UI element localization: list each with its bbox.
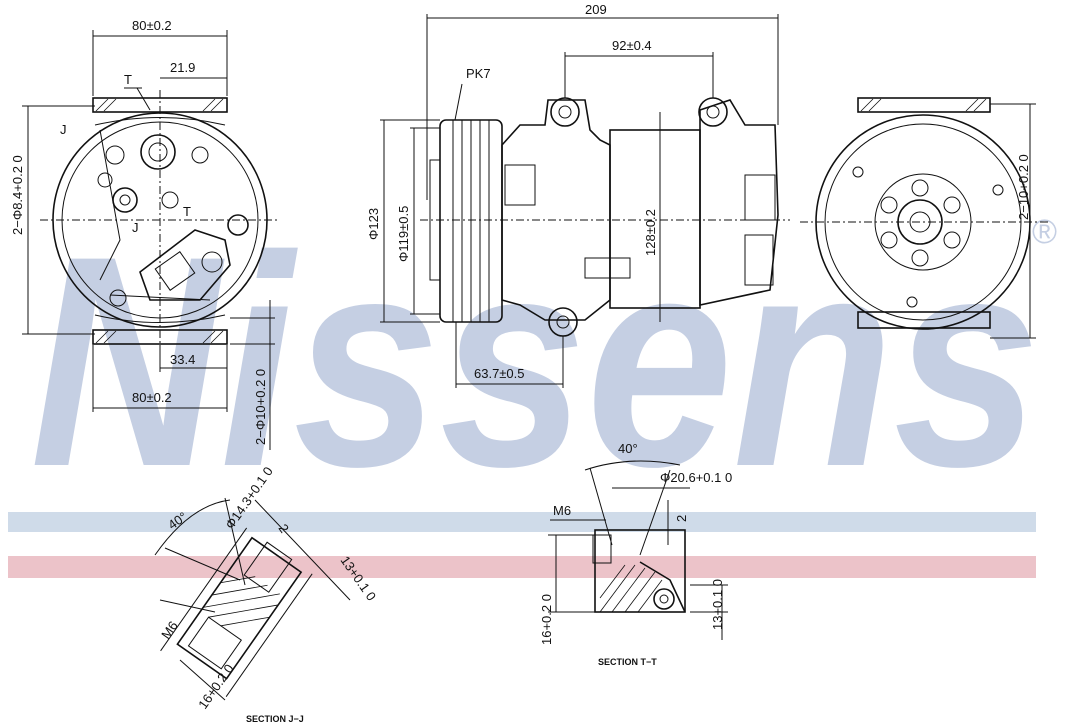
section-t-angle: 40° [618,441,638,456]
section-marker-t: T [124,72,132,87]
section-t-length: 16+0.2 0 [539,594,554,645]
section-j-length: 16+0.2 0 [195,661,237,711]
section-t-height: 13+0.1 0 [710,579,725,630]
dim-pulley-outer: Φ123 [366,208,381,240]
dim-overall-length: 209 [585,2,607,17]
section-marker-j-2: J [60,122,67,137]
dim-mount-spacing: 92±0.4 [612,38,652,53]
dim-pulley-offset: 63.7±0.5 [474,366,525,381]
side-view: 209 92±0.4 PK7 Φ123 Φ119±0.5 128±0.2 63.… [366,2,790,388]
section-j-thread: M6 [158,618,181,641]
dim-pulley-inner: Φ119±0.5 [396,206,411,262]
section-j-caption: SECTION J−J [246,714,304,724]
section-marker-t-2: T [183,204,191,219]
dim-rear-holes: 2−10+0.2 0 [1016,154,1031,220]
red-stripe [8,556,1036,578]
section-t-bore: Φ20.6+0.1 0 [660,470,732,485]
section-marker-j: J [132,220,139,235]
section-t: 40° Φ20.6+0.1 0 M6 2 16+0.2 0 13+0.1 0 S… [539,441,732,667]
section-t-caption: SECTION T−T [598,657,657,667]
registered-mark: ® [1032,213,1057,251]
section-t-thread: M6 [553,503,571,518]
dim-mount-height: 128±0.2 [643,209,658,256]
dim-bottom-width: 80±0.2 [132,390,172,405]
watermark: Nissens ® [30,193,1057,529]
pulley-label: PK7 [466,66,491,81]
rear-view: 2−10+0.2 0 [800,97,1050,339]
front-view: T T J J 80±0.2 21.9 2−Φ8.4+0.2 0 33.4 80… [10,18,280,450]
dim-offset-top: 21.9 [170,60,195,75]
dim-top-width: 80±0.2 [132,18,172,33]
blue-stripe [8,512,1036,532]
dim-right-holes: 2−Φ10+0.2 0 [253,369,268,445]
dim-bottom-offset: 33.4 [170,352,195,367]
dim-left-holes: 2−Φ8.4+0.2 0 [10,155,25,235]
watermark-brand: Nissens [30,193,1040,529]
section-t-depth: 2 [674,515,689,522]
